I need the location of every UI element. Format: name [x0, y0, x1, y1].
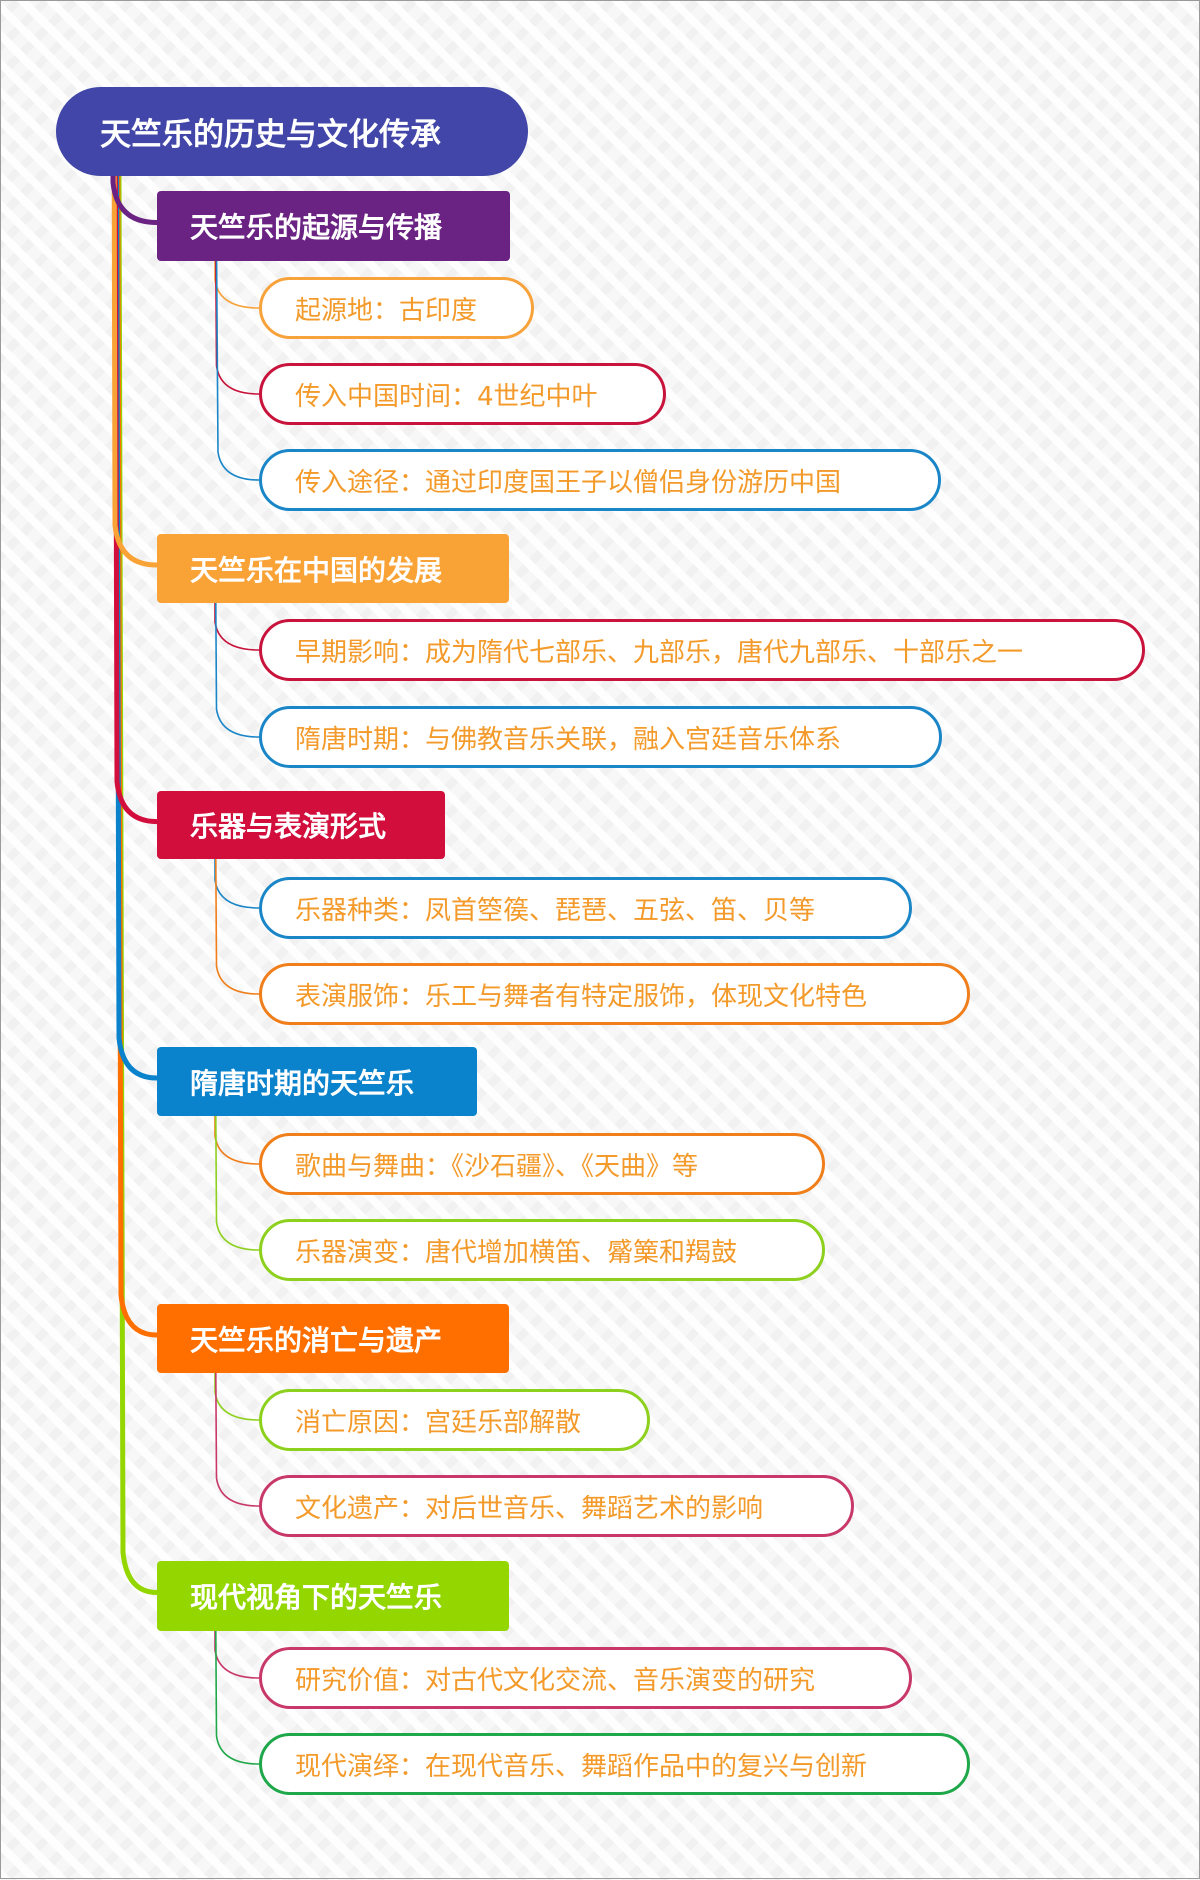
leaf-songs-dances[interactable]: 歌曲与舞曲：《沙石疆》、《天曲》等 [259, 1133, 825, 1195]
branch-decline-legacy[interactable]: 天竺乐的消亡与遗产 [157, 1304, 509, 1373]
leaf-modern-interpretation[interactable]: 现代演绎：在现代音乐、舞蹈作品中的复兴与创新 [259, 1733, 970, 1795]
leaf-cultural-legacy[interactable]: 文化遗产：对后世音乐、舞蹈艺术的影响 [259, 1475, 854, 1537]
leaf-instrument-evolution[interactable]: 乐器演变：唐代增加横笛、觱篥和羯鼓 [259, 1219, 825, 1281]
leaf-label: 乐器演变：唐代增加横笛、觱篥和羯鼓 [295, 1237, 738, 1268]
leaf-decline-cause[interactable]: 消亡原因：宫廷乐部解散 [259, 1389, 650, 1451]
branch-origin-spread[interactable]: 天竺乐的起源与传播 [157, 191, 510, 261]
leaf-label: 起源地：古印度 [295, 295, 478, 326]
leaf-arrival-time[interactable]: 传入中国时间：4世纪中叶 [259, 363, 666, 425]
leaf-label: 研究价值：对古代文化交流、音乐演变的研究 [295, 1665, 816, 1696]
leaf-label: 早期影响：成为隋代七部乐、九部乐，唐代九部乐、十部乐之一 [295, 637, 1024, 668]
branch-label: 现代视角下的天竺乐 [190, 1581, 443, 1614]
leaf-origin-place[interactable]: 起源地：古印度 [259, 277, 534, 339]
branch-development-in-china[interactable]: 天竺乐在中国的发展 [157, 534, 509, 603]
leaf-label: 传入途径：通过印度国王子以僧侣身份游历中国 [295, 467, 842, 498]
branch-label: 隋唐时期的天竺乐 [190, 1066, 415, 1100]
leaf-label: 隋唐时期：与佛教音乐关联，融入宫廷音乐体系 [295, 724, 842, 755]
branch-instruments-performance[interactable]: 乐器与表演形式 [157, 791, 445, 859]
leaf-label: 文化遗产：对后世音乐、舞蹈艺术的影响 [295, 1493, 764, 1524]
branch-label: 乐器与表演形式 [190, 810, 387, 843]
branch-label: 天竺乐在中国的发展 [190, 553, 443, 587]
leaf-label: 乐器种类：凤首箜篌、琵琶、五弦、笛、贝等 [295, 895, 816, 926]
leaf-label: 歌曲与舞曲：《沙石疆》、《天曲》等 [295, 1151, 699, 1182]
leaf-early-influence[interactable]: 早期影响：成为隋代七部乐、九部乐，唐代九部乐、十部乐之一 [259, 619, 1145, 681]
leaf-arrival-route[interactable]: 传入途径：通过印度国王子以僧侣身份游历中国 [259, 449, 941, 511]
branch-modern-perspective[interactable]: 现代视角下的天竺乐 [157, 1561, 509, 1631]
leaf-label: 消亡原因：宫廷乐部解散 [295, 1407, 582, 1438]
leaf-label: 表演服饰：乐工与舞者有特定服饰，体现文化特色 [295, 981, 868, 1012]
leaf-research-value[interactable]: 研究价值：对古代文化交流、音乐演变的研究 [259, 1647, 912, 1709]
leaf-label: 现代演绎：在现代音乐、舞蹈作品中的复兴与创新 [295, 1751, 868, 1782]
root-topic[interactable]: 天竺乐的历史与文化传承 [56, 87, 528, 176]
leaf-performance-costume[interactable]: 表演服饰：乐工与舞者有特定服饰，体现文化特色 [259, 963, 970, 1025]
leaf-sui-tang-period[interactable]: 隋唐时期：与佛教音乐关联，融入宫廷音乐体系 [259, 706, 942, 768]
root-topic-label: 天竺乐的历史与文化传承 [100, 117, 441, 153]
branch-label: 天竺乐的消亡与遗产 [190, 1323, 443, 1357]
branch-label: 天竺乐的起源与传播 [190, 211, 443, 244]
branch-sui-tang-tianzhu[interactable]: 隋唐时期的天竺乐 [157, 1047, 477, 1116]
leaf-instrument-types[interactable]: 乐器种类：凤首箜篌、琵琶、五弦、笛、贝等 [259, 877, 912, 939]
leaf-label: 传入中国时间：4世纪中叶 [295, 381, 598, 412]
